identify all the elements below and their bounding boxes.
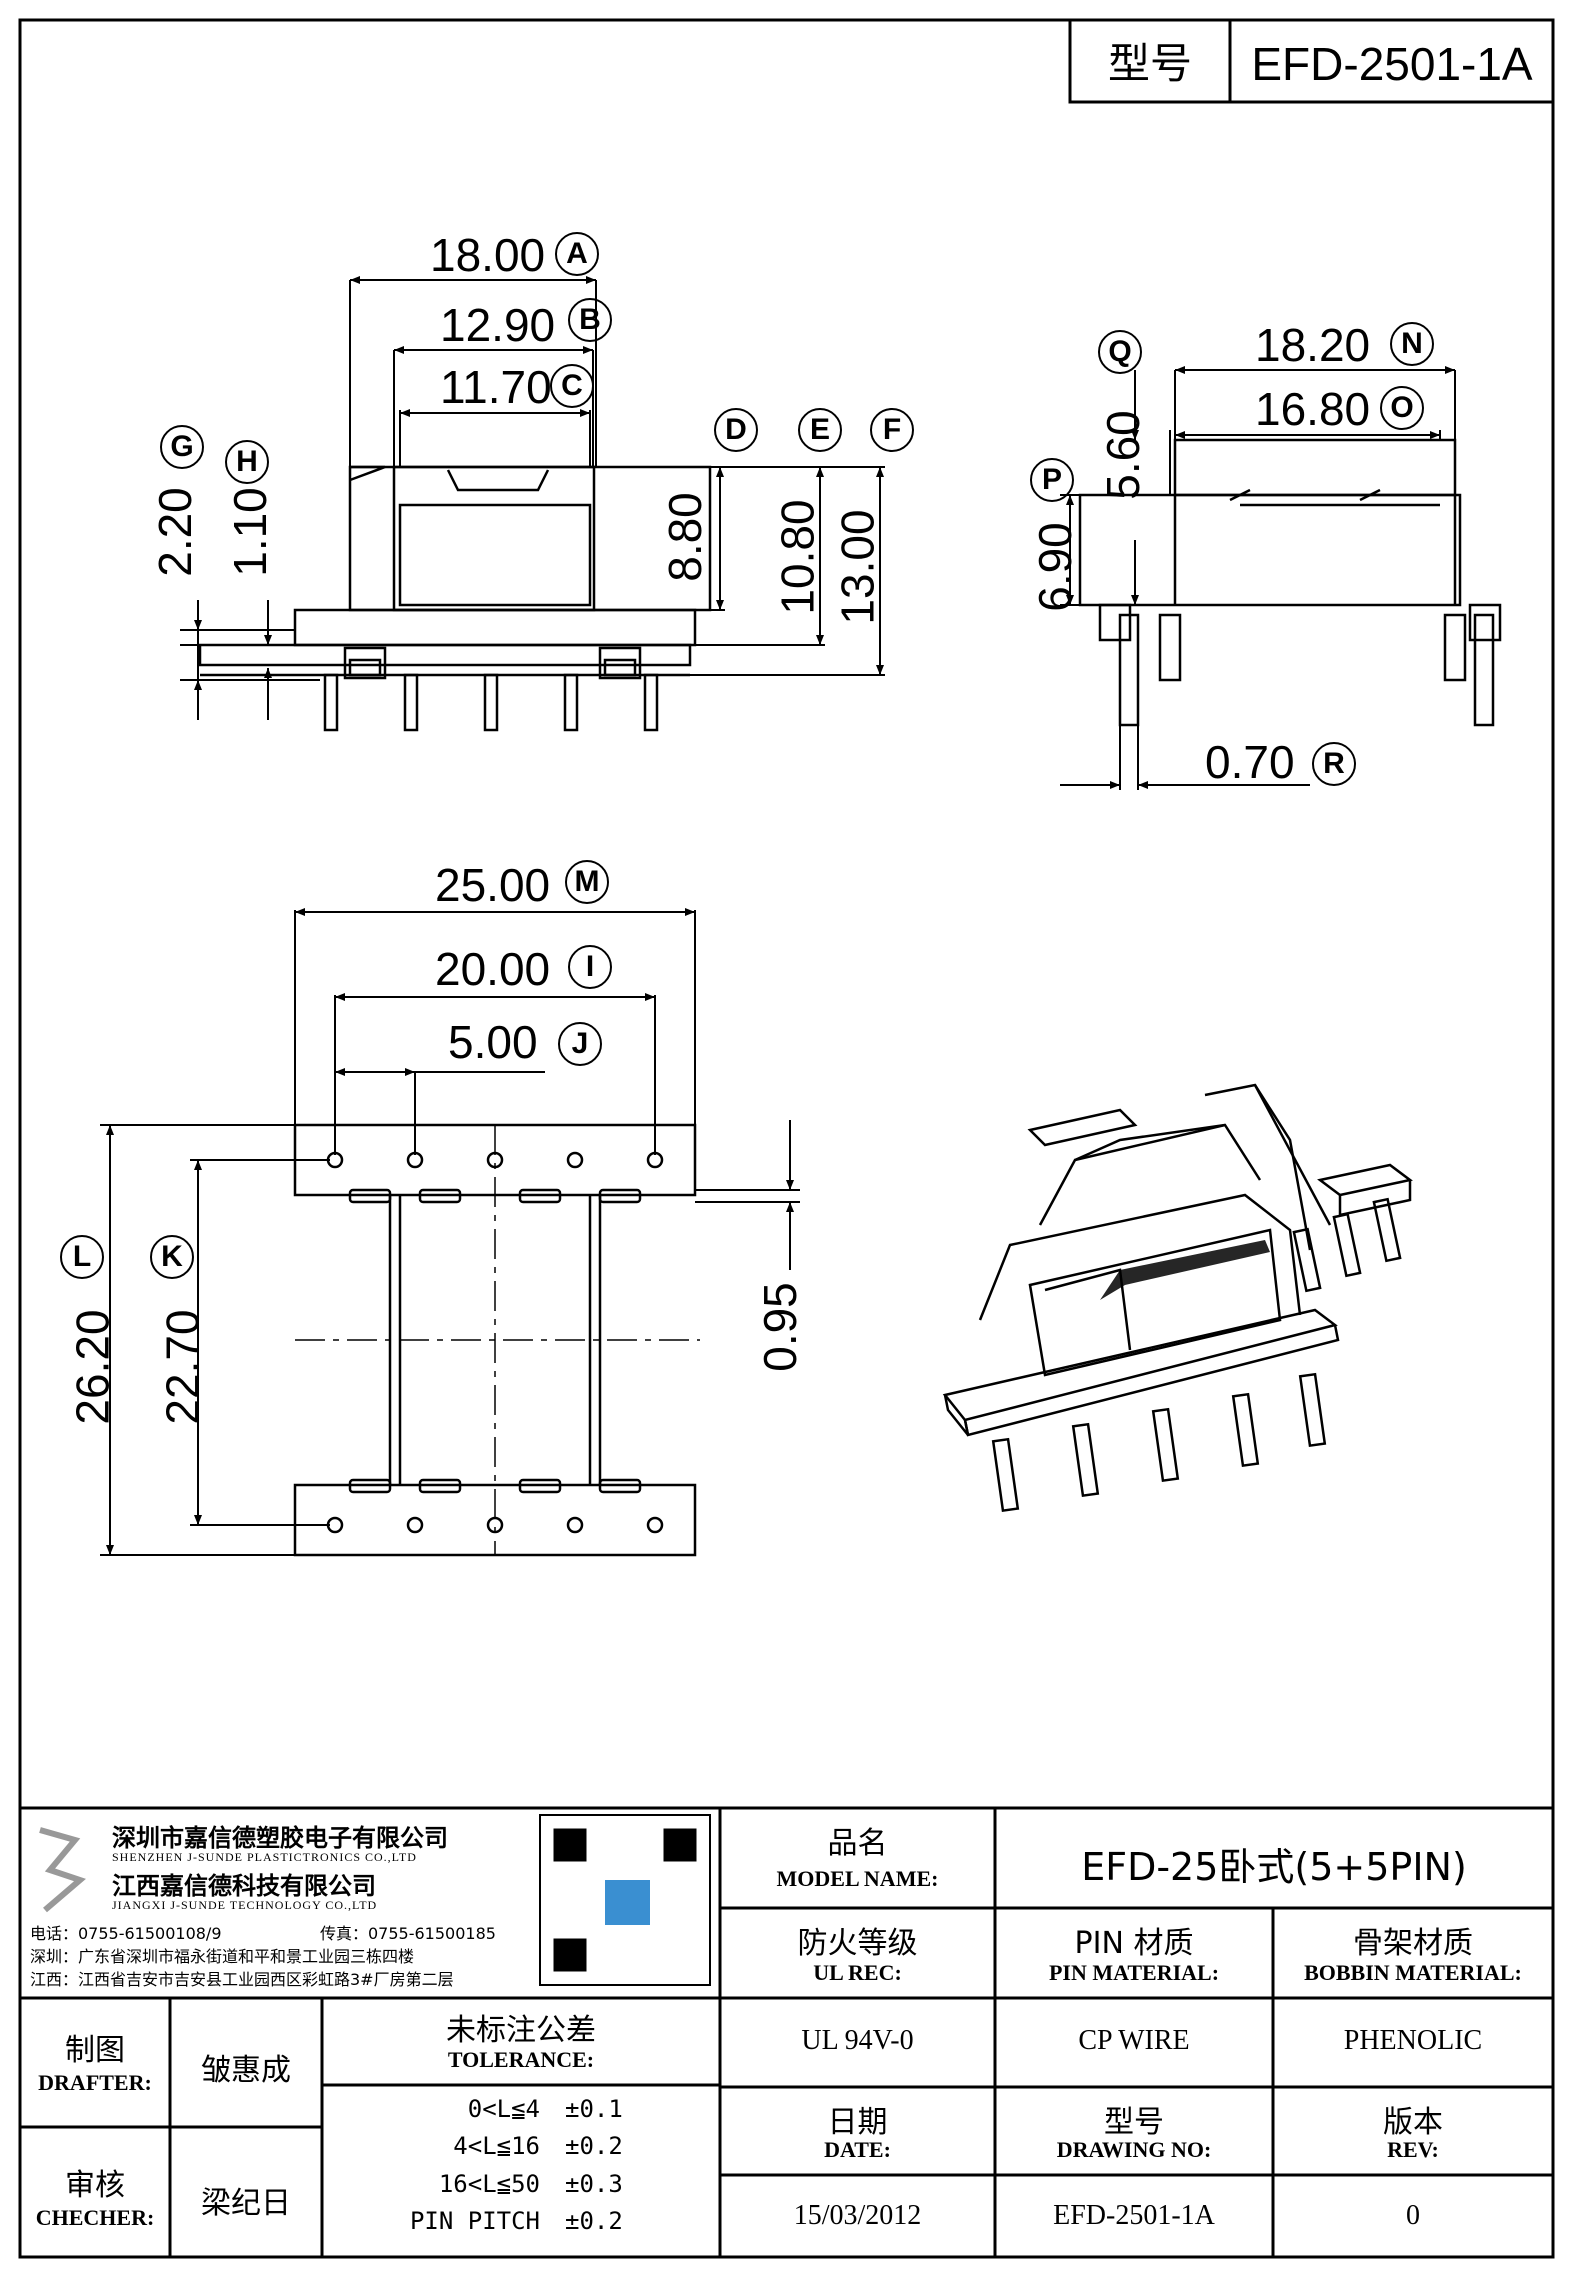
dim-k-value: 22.70 bbox=[156, 1309, 209, 1425]
drawno-value: EFD-2501-1A bbox=[1053, 2200, 1215, 2231]
company-name-sz: 深圳市嘉信德塑胶电子有限公司 bbox=[112, 1824, 448, 1852]
tol-value-1: ±0.2 bbox=[565, 2132, 623, 2160]
date-en: DATE: bbox=[824, 2137, 891, 2162]
dim-q-label: Q bbox=[1098, 330, 1142, 374]
bobbin-en: BOBBIN MATERIAL: bbox=[1304, 1960, 1522, 1985]
pin-value: CP WIRE bbox=[1078, 2025, 1190, 2056]
dim-d-value: 8.80 bbox=[658, 492, 711, 582]
tol-value-2: ±0.3 bbox=[565, 2170, 623, 2198]
model-name-cn: 品名 bbox=[827, 1826, 888, 1861]
drafter-cn: 制图 bbox=[65, 2033, 125, 2068]
checker-cn: 审核 bbox=[65, 2168, 125, 2203]
qr-code bbox=[540, 1815, 710, 1985]
dim-c-value: 11.70 bbox=[440, 361, 552, 413]
company-name-jx-en: JIANGXI J-SUNDE TECHNOLOGY CO.,LTD bbox=[112, 1898, 378, 1912]
dim-r-value: 0.70 bbox=[1205, 736, 1295, 788]
dim-r-label: R bbox=[1312, 742, 1356, 786]
dim-e-label: E bbox=[798, 408, 842, 452]
dim-j-value: 5.00 bbox=[448, 1016, 538, 1068]
tolerance-en: TOLERANCE: bbox=[447, 2047, 595, 2072]
dim-e-value: 10.80 bbox=[771, 499, 824, 615]
tol-range-1: 4<L≦16 bbox=[453, 2132, 540, 2160]
company-phone: 电话：0755-61500108/9 bbox=[30, 1924, 222, 1943]
bobbin-value: PHENOLIC bbox=[1343, 2025, 1483, 2056]
drawno-cn: 型号 bbox=[1104, 2105, 1164, 2140]
tol-value-3: ±0.2 bbox=[565, 2207, 623, 2235]
tol-range-3: PIN PITCH bbox=[409, 2207, 540, 2235]
dim-b-label: B bbox=[568, 298, 612, 342]
front-view bbox=[180, 280, 885, 732]
dim-f-value: 13.00 bbox=[831, 509, 884, 625]
sheet-border bbox=[18, 18, 1555, 2259]
tol-range-2: 16<L≦50 bbox=[438, 2170, 540, 2198]
dim-pitch-value: 0.95 bbox=[753, 1282, 806, 1372]
dim-f-label: F bbox=[870, 408, 914, 452]
dim-b-value: 12.90 bbox=[440, 299, 556, 351]
dim-m-value: 25.00 bbox=[435, 859, 551, 911]
checker-en: CHECHER: bbox=[35, 2205, 155, 2230]
drawno-en: DRAWING NO: bbox=[1056, 2137, 1212, 2162]
company-name-jx: 江西嘉信德科技有限公司 bbox=[112, 1872, 376, 1900]
dim-a-value: 18.00 bbox=[430, 229, 546, 281]
dim-n-label: N bbox=[1390, 322, 1434, 366]
header-model-label: 型号 bbox=[1108, 39, 1192, 88]
bobbin-cn: 骨架材质 bbox=[1353, 1926, 1473, 1961]
dim-g-label: G bbox=[160, 425, 204, 469]
date-cn: 日期 bbox=[827, 2105, 888, 2140]
tolerance-cn: 未标注公差 bbox=[446, 2013, 596, 2048]
dim-h-label: H bbox=[225, 440, 269, 484]
dim-c-label: C bbox=[550, 364, 594, 408]
isometric-view bbox=[942, 1083, 1413, 1513]
dim-n-value: 18.20 bbox=[1255, 319, 1371, 371]
drafter-en: DRAFTER: bbox=[38, 2070, 152, 2095]
company-address-sz: 深圳：广东省深圳市福永街道和平和景工业园三栋四楼 bbox=[30, 1947, 415, 1966]
rev-en: REV: bbox=[1387, 2137, 1439, 2162]
company-fax: 传真：0755-61500185 bbox=[320, 1924, 496, 1943]
rev-cn: 版本 bbox=[1383, 2105, 1443, 2140]
ul-en: UL REC: bbox=[813, 1960, 902, 1985]
drafter-value: 皱惠成 bbox=[201, 2053, 291, 2088]
dim-h-value: 1.10 bbox=[223, 487, 276, 577]
header-model-value: EFD-2501-1A bbox=[1251, 38, 1533, 90]
tol-value-0: ±0.1 bbox=[565, 2095, 623, 2123]
pin-en: PIN MATERIAL: bbox=[1048, 1960, 1220, 1985]
ul-value: UL 94V-0 bbox=[801, 2025, 914, 2056]
dim-o-label: O bbox=[1380, 386, 1424, 430]
dim-j-label: J bbox=[558, 1022, 602, 1066]
dim-o-value: 16.80 bbox=[1255, 383, 1371, 435]
company-address-jx: 江西：江西省吉安市吉安县工业园西区彩虹路3#厂房第二层 bbox=[30, 1970, 454, 1989]
dim-i-value: 20.00 bbox=[435, 943, 551, 995]
dim-q-value: 5.60 bbox=[1096, 410, 1149, 500]
dim-d-label: D bbox=[714, 408, 758, 452]
dim-p-label: P bbox=[1030, 458, 1074, 502]
top-view bbox=[100, 910, 800, 1557]
model-name-value: EFD-25卧式(5+5PIN) bbox=[1081, 1845, 1467, 1889]
company-name-sz-en: SHENZHEN J-SUNDE PLASTICTRONICS CO.,LTD bbox=[112, 1850, 417, 1864]
dim-k-label: K bbox=[150, 1235, 194, 1279]
title-block-grid bbox=[20, 1806, 1553, 2257]
dim-i-label: I bbox=[568, 945, 612, 989]
model-name-en: MODEL NAME: bbox=[776, 1866, 939, 1891]
rev-value: 0 bbox=[1406, 2200, 1420, 2231]
isometric-view-shading bbox=[1100, 1240, 1270, 1300]
ul-cn: 防火等级 bbox=[797, 1926, 918, 1961]
dim-a-label: A bbox=[555, 232, 599, 276]
dim-m-label: M bbox=[565, 860, 609, 904]
header-model-box: 型号 EFD-2501-1A bbox=[1068, 18, 1555, 104]
checker-value: 梁纪日 bbox=[201, 2186, 291, 2221]
pin-cn: PIN 材质 bbox=[1074, 1926, 1194, 1961]
date-value: 15/03/2012 bbox=[793, 2200, 922, 2231]
dim-p-value: 6.90 bbox=[1028, 522, 1081, 612]
dim-l-value: 26.20 bbox=[66, 1309, 119, 1425]
dim-l-label: L bbox=[60, 1235, 104, 1279]
tol-range-0: 0<L≦4 bbox=[467, 2095, 540, 2123]
dim-g-value: 2.20 bbox=[148, 487, 201, 577]
